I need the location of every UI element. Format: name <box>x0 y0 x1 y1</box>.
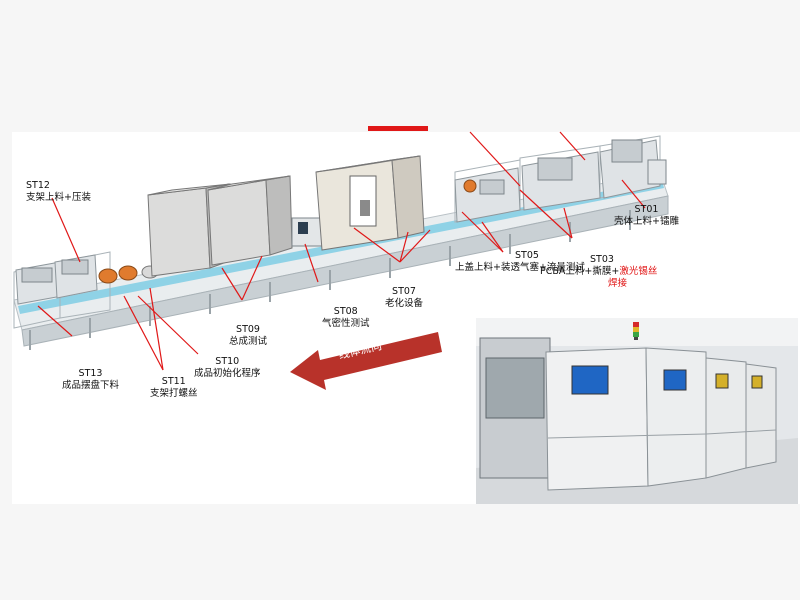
machine-st05 <box>454 167 521 223</box>
flow-arrow <box>290 332 442 390</box>
leader-lines <box>37 131 646 371</box>
factory-photo <box>476 318 798 504</box>
machine-st12 <box>54 254 98 299</box>
enclosure-st07 <box>315 155 425 251</box>
machine-st01 <box>599 139 667 199</box>
enclosure-st09 <box>147 175 293 277</box>
machine-st13 <box>15 261 63 305</box>
machine-st03 <box>521 151 601 211</box>
